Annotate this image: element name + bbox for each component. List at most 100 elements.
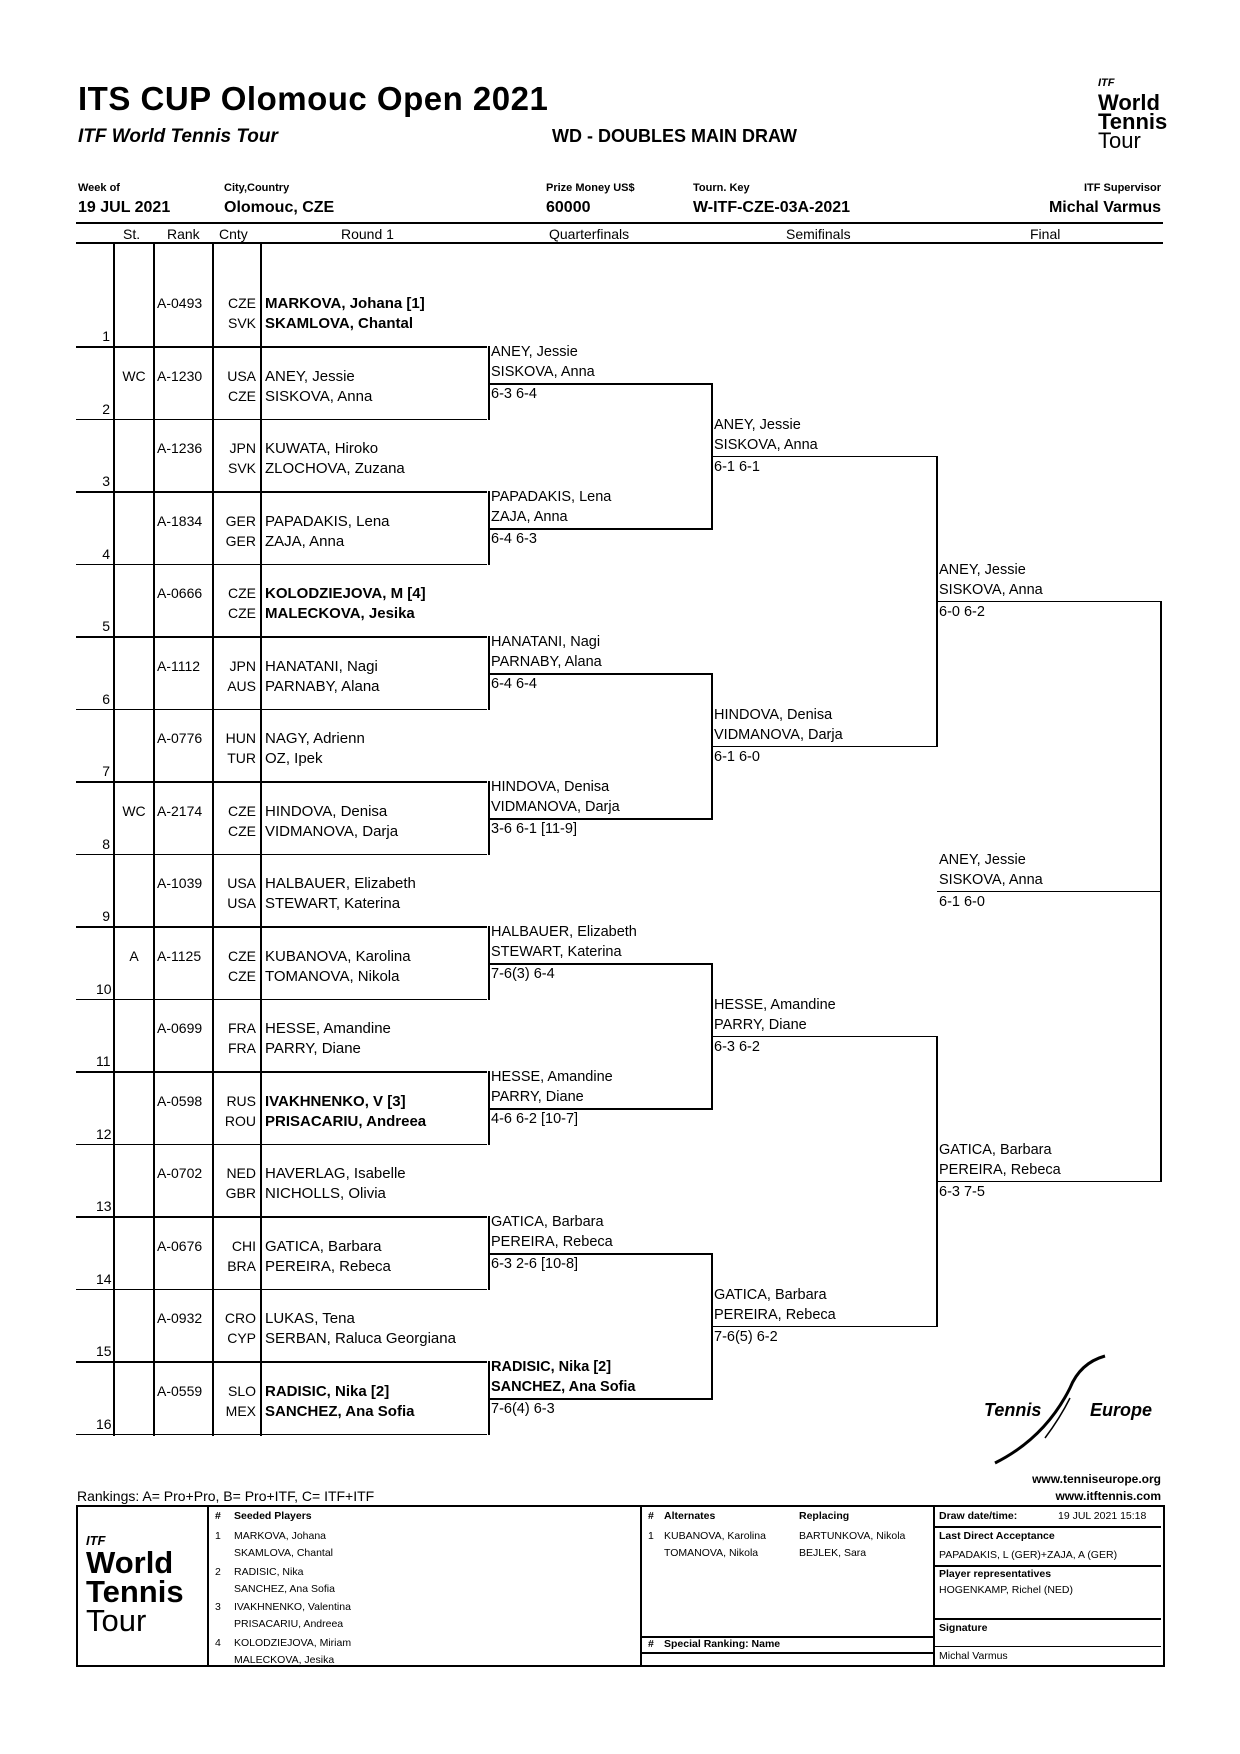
finalist: PEREIRA, Rebeca	[939, 1161, 1061, 1178]
country-code: SVK	[227, 460, 256, 476]
draw-position: 9	[102, 908, 110, 924]
finalist: ANEY, Jessie	[939, 561, 1026, 578]
draw-date-value: 19 JUL 2021 15:18	[1058, 1510, 1147, 1522]
sf-score: 6-3 6-2	[714, 1038, 760, 1055]
col-quarterfinals: Quarterfinals	[549, 226, 630, 242]
tournament-title: ITS CUP Olomouc Open 2021	[78, 80, 549, 117]
qf-line	[489, 1398, 712, 1400]
rank-value: A-0493	[157, 295, 203, 311]
draw-position: 13	[96, 1198, 112, 1214]
bracket-line	[488, 926, 490, 1000]
qf-winner: ANEY, Jessie	[491, 344, 578, 361]
finalist: GATICA, Barbara	[939, 1141, 1052, 1158]
player-name: SANCHEZ, Ana Sofia	[265, 1402, 415, 1420]
draw-position: 15	[96, 1343, 112, 1359]
sf-line	[712, 1035, 937, 1038]
final-score: 6-3 7-5	[939, 1183, 985, 1200]
draw-position: 6	[102, 690, 110, 707]
bracket-line	[711, 673, 713, 820]
alternate-player: TOMANOVA, Nikola	[664, 1547, 759, 1559]
rank-value: A-0776	[157, 730, 203, 746]
entry-line	[76, 708, 487, 710]
draw-position: 16	[96, 1415, 112, 1432]
col-st: St.	[123, 226, 141, 242]
qf-winner: PEREIRA, Rebeca	[491, 1234, 613, 1251]
prize-value: 60000	[546, 199, 591, 216]
seeded-player: SKAMLOVA, Chantal	[234, 1547, 334, 1559]
bracket-line	[488, 346, 490, 420]
rank-value: A-0932	[157, 1310, 203, 1326]
country-code: CZE	[228, 295, 256, 311]
replaced-player: BARTUNKOVA, Nikola	[799, 1530, 906, 1542]
rank-value: A-0702	[157, 1165, 203, 1181]
replaced-player: BEJLEK, Sara	[799, 1547, 867, 1559]
qf-winner: VIDMANOVA, Darja	[491, 799, 620, 816]
country-code: AUS	[227, 677, 256, 694]
country-code: USA	[227, 367, 256, 384]
seeded-player: RADISIC, Nika	[234, 1565, 304, 1578]
special-ranking-header: Special Ranking: Name	[664, 1638, 781, 1650]
player-name: PEREIRA, Rebeca	[265, 1257, 391, 1275]
seeded-header: Seeded Players	[234, 1510, 312, 1522]
seeded-player: PRISACARIU, Andreea	[234, 1618, 344, 1630]
player-name: RADISIC, Nika [2]	[265, 1382, 390, 1400]
country-code: CRO	[224, 1310, 256, 1326]
supervisor-label: ITF Supervisor	[1083, 182, 1161, 194]
draw-position: 7	[102, 763, 110, 779]
seed-number: 3	[215, 1601, 221, 1613]
bracket-line	[488, 781, 490, 855]
draw-position: 11	[96, 1053, 111, 1069]
bracket-line	[936, 455, 938, 748]
qf-score: 6-3 6-4	[491, 386, 537, 403]
entry-line	[76, 1433, 487, 1435]
column-divider	[212, 244, 214, 1436]
rank-value: A-1834	[157, 512, 203, 529]
tenniseurope-url[interactable]: www.tenniseurope.org	[1032, 1472, 1161, 1486]
replacing-header: Replacing	[799, 1510, 850, 1522]
country-code: USA	[227, 895, 256, 911]
sf-score: 6-1 6-1	[714, 458, 760, 475]
player-name: GATICA, Barbara	[265, 1237, 382, 1255]
player-name: NAGY, Adrienn	[265, 730, 365, 747]
country-code: GER	[225, 532, 256, 549]
country-code: FRA	[228, 1020, 256, 1036]
entry-line	[76, 853, 487, 855]
player-name: KUBANOVA, Karolina	[265, 947, 411, 965]
qf-score: 7-6(4) 6-3	[491, 1401, 555, 1418]
entry-line	[76, 1288, 487, 1290]
draw-position: 4	[102, 545, 110, 562]
col-round1: Round 1	[341, 226, 394, 242]
sf-winner: SISKOVA, Anna	[714, 436, 818, 453]
qf-winner: STEWART, Katerina	[491, 944, 622, 961]
seed-number: 2	[215, 1565, 221, 1578]
player-rep-label: Player representatives	[939, 1568, 1052, 1580]
player-name: VIDMANOVA, Darja	[265, 822, 399, 840]
bracket-line	[711, 963, 713, 1110]
player-name: ZAJA, Anna	[265, 532, 345, 550]
city-value: Olomouc, CZE	[224, 199, 335, 216]
player-name: KOLODZIEJOVA, M [4]	[265, 585, 426, 602]
country-code: CZE	[228, 585, 256, 601]
header-rule	[76, 222, 1163, 224]
entry-line	[76, 418, 487, 420]
country-code: ROU	[224, 1112, 256, 1129]
player-name: PARNABY, Alana	[265, 677, 380, 695]
col-rank: Rank	[167, 226, 200, 242]
country-code: CZE	[228, 822, 256, 839]
seeded-player: IVAKHNENKO, Valentina	[234, 1601, 351, 1613]
player-name: HALBAUER, Elizabeth	[265, 875, 416, 892]
sf-line	[712, 745, 937, 748]
itftennis-url[interactable]: www.itftennis.com	[1055, 1489, 1161, 1503]
bracket-line	[488, 1361, 490, 1435]
rank-value: A-0598	[157, 1092, 203, 1109]
qf-score: 7-6(3) 6-4	[491, 966, 555, 983]
country-code: SLO	[227, 1382, 256, 1399]
sf-winner: GATICA, Barbara	[714, 1286, 827, 1303]
qf-winner: HALBAUER, Elizabeth	[491, 924, 637, 941]
rank-value: A-0676	[157, 1237, 203, 1254]
seed-number: 4	[215, 1636, 221, 1649]
rank-value: A-1112	[157, 657, 201, 674]
country-code: CZE	[228, 967, 256, 984]
city-label: City,Country	[224, 182, 290, 194]
country-code: CYP	[227, 1330, 256, 1346]
